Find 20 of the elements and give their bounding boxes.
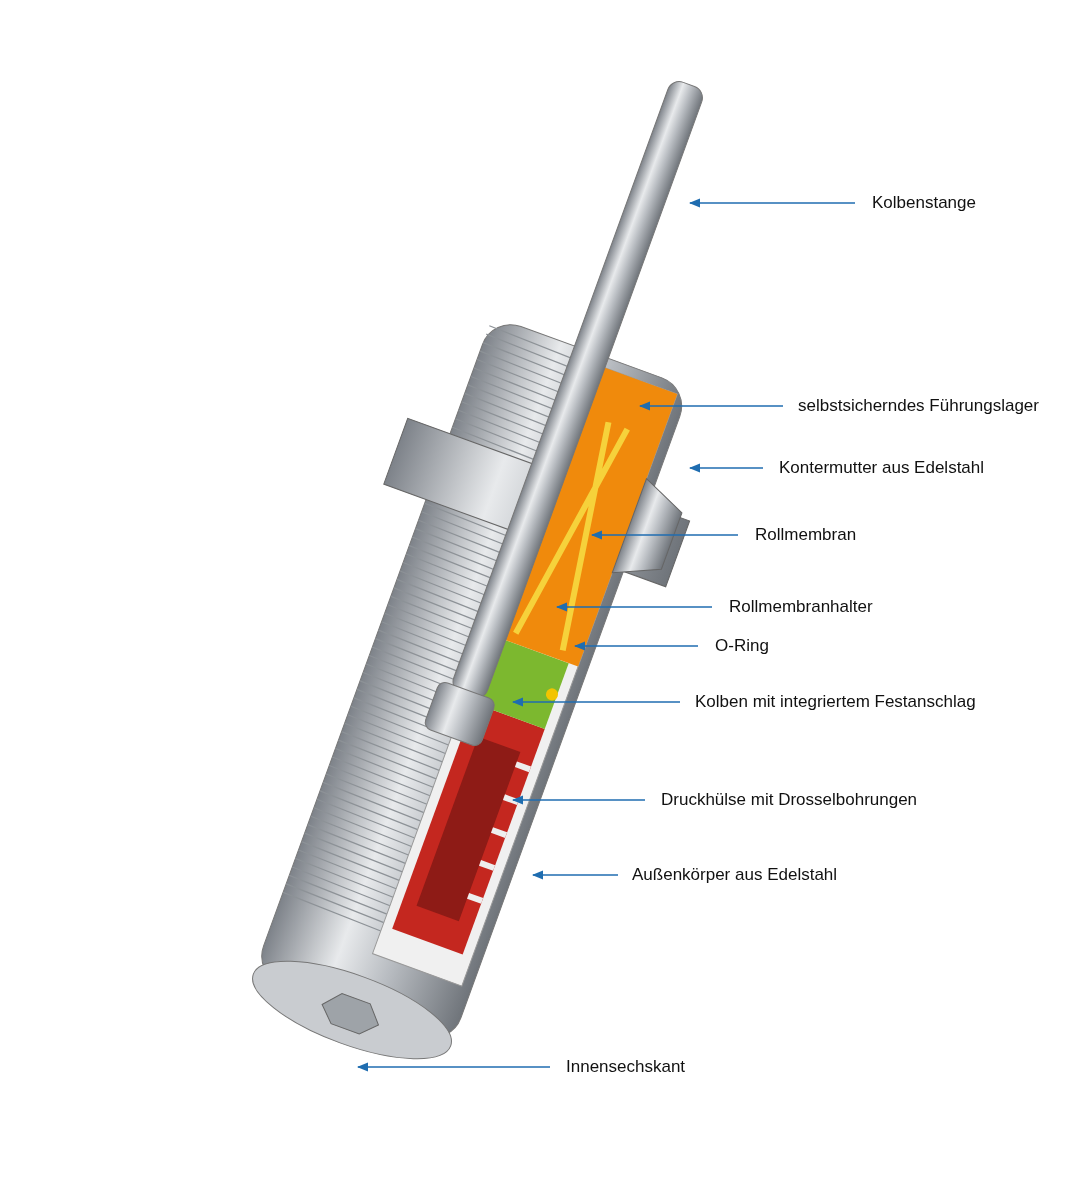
part-label: Außenkörper aus Edelstahl (632, 865, 838, 885)
part-label: Druckhülse mit Drosselbohrungen (661, 790, 918, 810)
part-label: Innensechskant (566, 1057, 686, 1077)
leader-line (531, 870, 619, 880)
leader-line (511, 697, 681, 707)
leader-line (688, 198, 856, 208)
part-label: Rollmembranhalter (729, 597, 873, 617)
leader-line (638, 401, 784, 411)
part-label: selbstsicherndes Führungslager (798, 396, 1039, 416)
leader-line (688, 463, 764, 473)
leader-line (573, 641, 699, 651)
part-label: Rollmembran (755, 525, 857, 545)
part-label: Kontermutter aus Edelstahl (779, 458, 985, 478)
leader-line (356, 1062, 551, 1072)
leader-line (590, 530, 739, 540)
part-label: Kolben mit integriertem Festanschlag (695, 692, 976, 712)
part-label: Kolbenstange (872, 193, 976, 213)
leader-line (511, 795, 646, 805)
part-label: O-Ring (715, 636, 769, 656)
leader-line (555, 602, 713, 612)
